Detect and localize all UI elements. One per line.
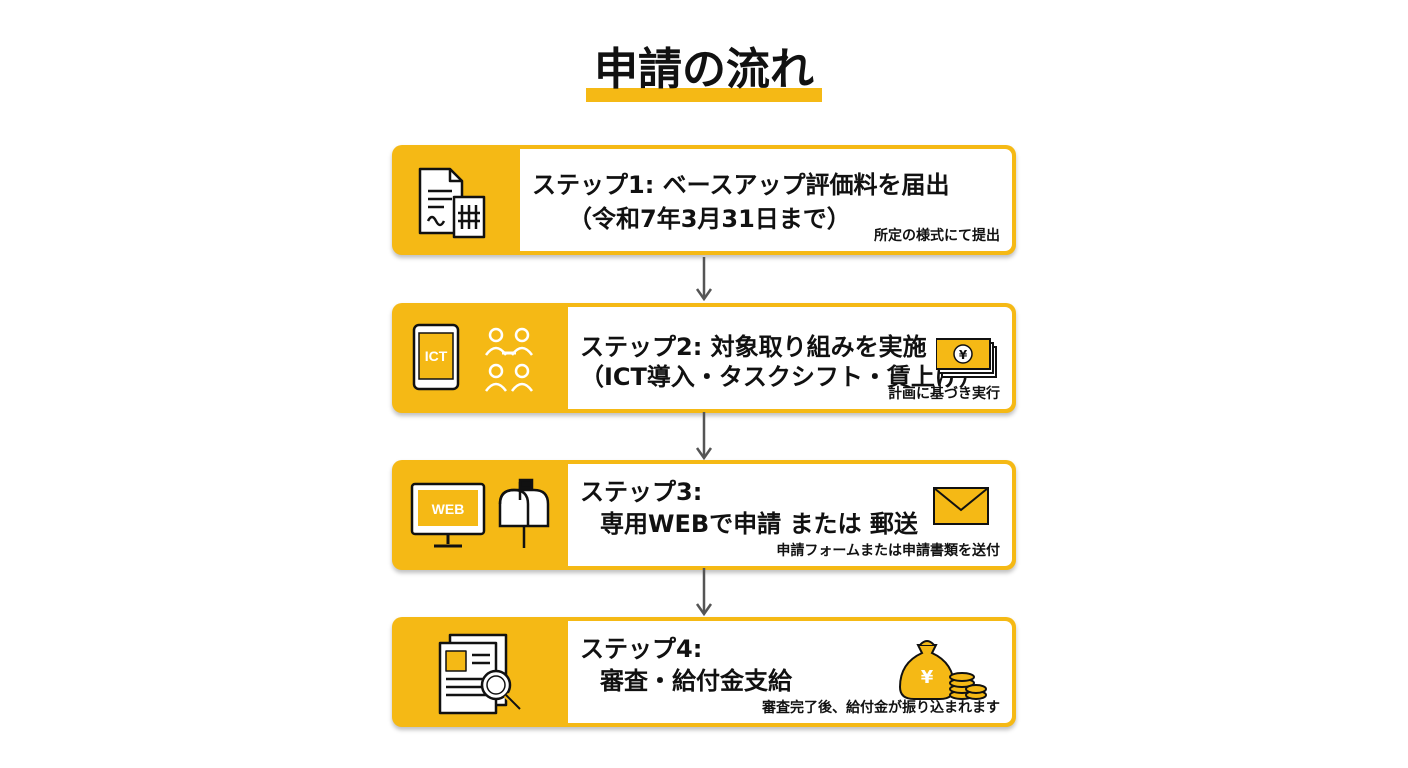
step-4-title: ステップ4:	[580, 635, 703, 663]
step-2-note: 計画に基づき実行	[888, 386, 1000, 402]
envelope-icon	[933, 487, 989, 525]
arrow-down-icon	[694, 257, 714, 301]
step-3-title: ステップ3:	[580, 478, 703, 506]
page-title-text: 申請の流れ	[594, 44, 814, 95]
yen-banknote-icon: ¥	[936, 338, 997, 378]
step-2-content: ステップ2: 対象取り組みを実施 （ICT導入・タスクシフト・賃上げ） 計画に基…	[568, 307, 1012, 409]
step-1-subtitle: （令和7年3月31日まで）	[568, 205, 851, 233]
handshake-meeting-icon	[484, 327, 534, 392]
monitor-label: WEB	[432, 501, 465, 517]
step-2-icon-area: ICT	[392, 303, 568, 413]
step-3-subtitle: 専用WEBで申請 または 郵送	[600, 510, 918, 538]
tablet-meeting-icon: ICT	[412, 323, 534, 392]
step-4-subtitle: 審査・給付金支給	[600, 667, 792, 695]
step-1-note: 所定の様式にて提出	[874, 228, 1000, 244]
step-4-card: ステップ4: 審査・給付金支給 審査完了後、給付金が振り込まれます ¥	[392, 617, 1016, 727]
step-4-note: 審査完了後、給付金が振り込まれます	[762, 700, 1000, 716]
step-3-icon-area: WEB	[392, 460, 568, 570]
step-4-content: ステップ4: 審査・給付金支給 審査完了後、給付金が振り込まれます ¥	[568, 621, 1012, 723]
step-3-note: 申請フォームまたは申請書類を送付	[776, 543, 1000, 559]
svg-text:¥: ¥	[959, 348, 968, 362]
svg-text:¥: ¥	[921, 667, 934, 688]
step-4-icon-area	[392, 617, 568, 727]
document-magnifier-icon	[438, 633, 523, 715]
arrow-down-icon	[694, 568, 714, 616]
monitor-icon: WEB	[410, 482, 486, 548]
step-2-subtitle: （ICT導入・タスクシフト・賃上げ）	[580, 363, 983, 391]
monitor-mailbox-icon: WEB	[410, 478, 550, 548]
step-2-title: ステップ2: 対象取り組みを実施	[580, 333, 927, 361]
step-2-card: ICT ステップ2: 対象取り組みを実施 （ICT導入・タスクシフト・賃上げ） …	[392, 303, 1016, 413]
step-1-title: ステップ1: ベースアップ評価料を届出	[532, 171, 950, 199]
step-1-card: ステップ1: ベースアップ評価料を届出 （令和7年3月31日まで） 所定の様式に…	[392, 145, 1016, 255]
money-bag-yen-icon: ¥	[898, 640, 987, 700]
arrow-down-icon	[694, 412, 714, 460]
page-title: 申請の流れ	[586, 40, 822, 102]
tablet-label: ICT	[425, 348, 448, 364]
mailbox-icon	[498, 478, 550, 548]
step-3-card: WEB ステップ3: 専用WEBで申請 または 郵送 申請フォームまたは申請書類…	[392, 460, 1016, 570]
step-1-content: ステップ1: ベースアップ評価料を届出 （令和7年3月31日まで） 所定の様式に…	[520, 149, 1012, 251]
document-building-icon	[418, 167, 486, 239]
title-container: 申請の流れ	[0, 40, 1408, 102]
step-1-icon-area	[392, 145, 520, 255]
step-3-content: ステップ3: 専用WEBで申請 または 郵送 申請フォームまたは申請書類を送付	[568, 464, 1012, 566]
tablet-icon: ICT	[412, 323, 460, 391]
